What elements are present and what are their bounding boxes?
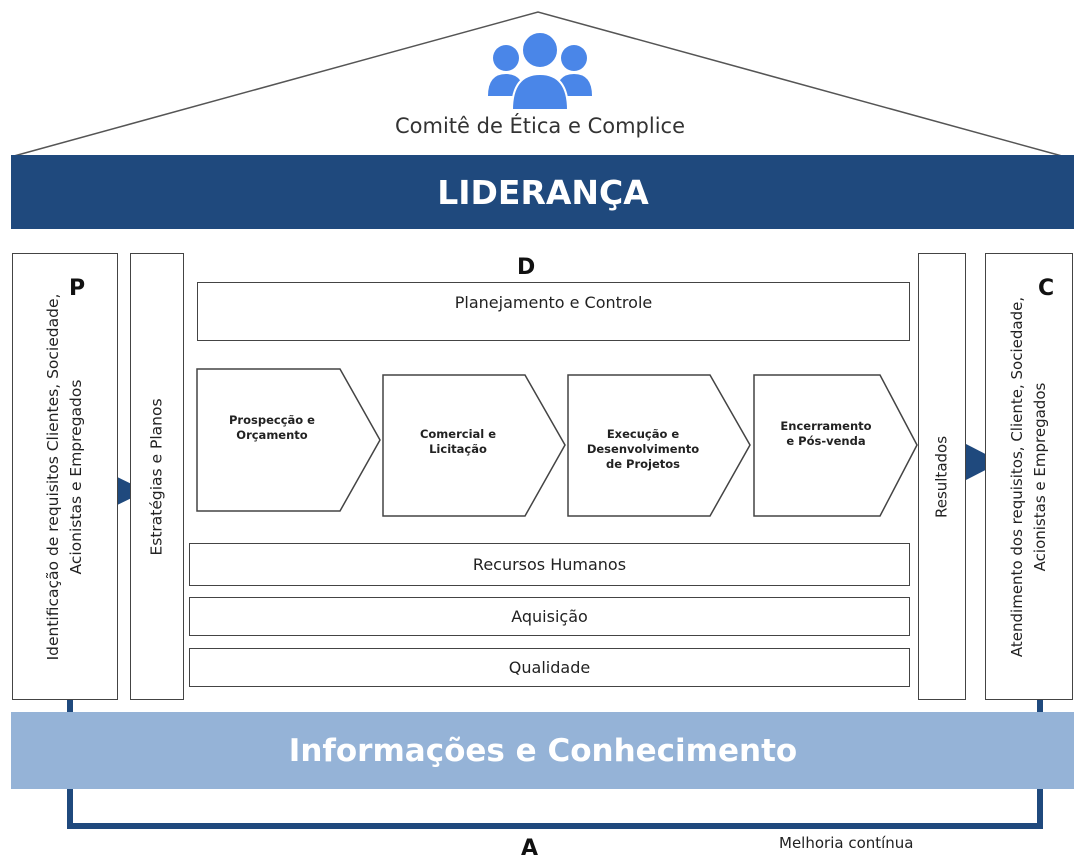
support-label-1: Recursos Humanos <box>472 555 627 574</box>
roof-title: Comitê de Ética e Complice <box>394 114 685 138</box>
letter-a: A <box>521 836 539 861</box>
results-pillar-text: Resultados <box>932 435 951 518</box>
right-pillar-line1: Atendimento dos requisitos, Cliente, Soc… <box>1008 296 1026 657</box>
support-label-2: Aquisição <box>511 607 588 626</box>
letter-p: P <box>69 276 86 301</box>
leadership-label: LIDERANÇA <box>437 172 649 212</box>
letter-d: D <box>517 255 536 280</box>
strategy-pillar-text: Estratégias e Planos <box>147 397 166 556</box>
improvement-caption: Melhoria contínua <box>779 834 914 852</box>
results-pillar: Resultados <box>918 253 966 700</box>
stage-label-1: Prospecção e Orçamento <box>229 413 315 442</box>
stage-shape-4 <box>753 374 918 517</box>
left-pillar: Identificação de requisitos Clientes, So… <box>12 253 118 700</box>
support-box-2: Aquisição <box>189 597 910 636</box>
stage-shape-2 <box>382 374 566 517</box>
left-pillar-text: Identificação de requisitos Clientes, So… <box>42 293 88 660</box>
planning-box: Planejamento e Controle <box>197 282 910 341</box>
left-pillar-line1: Identificação de requisitos Clientes, So… <box>44 293 62 660</box>
strategy-pillar: Estratégias e Planos <box>130 253 184 700</box>
people-group-icon <box>488 31 592 111</box>
support-label-3: Qualidade <box>508 658 591 677</box>
stage-shape-1 <box>196 368 381 512</box>
right-pillar-line2: Acionistas e Empregados <box>1031 382 1049 571</box>
left-pillar-line2: Acionistas e Empregados <box>67 379 85 574</box>
info-knowledge-label: Informações e Conhecimento <box>288 732 798 769</box>
support-box-1: Recursos Humanos <box>189 543 910 586</box>
stage-label-3: Execução e Desenvolvimento de Projetos <box>586 427 700 471</box>
flow-arrow-p-to-strategy <box>109 473 146 509</box>
right-pillar: Atendimento dos requisitos, Cliente, Soc… <box>985 253 1073 700</box>
leadership-bar: LIDERANÇA <box>11 155 1074 229</box>
right-pillar-text: Atendimento dos requisitos, Cliente, Soc… <box>1006 296 1052 656</box>
flow-arrow-results-to-c <box>966 444 1001 480</box>
planning-label: Planejamento e Controle <box>454 293 653 312</box>
stage-shape-3 <box>567 374 751 517</box>
info-knowledge-bar: Informações e Conhecimento <box>11 712 1074 789</box>
letter-c: C <box>1038 276 1055 301</box>
stage-label-4: Encerramento e Pós-venda <box>780 419 872 448</box>
stage-label-2: Comercial e Licitação <box>419 427 497 456</box>
support-box-3: Qualidade <box>189 648 910 687</box>
